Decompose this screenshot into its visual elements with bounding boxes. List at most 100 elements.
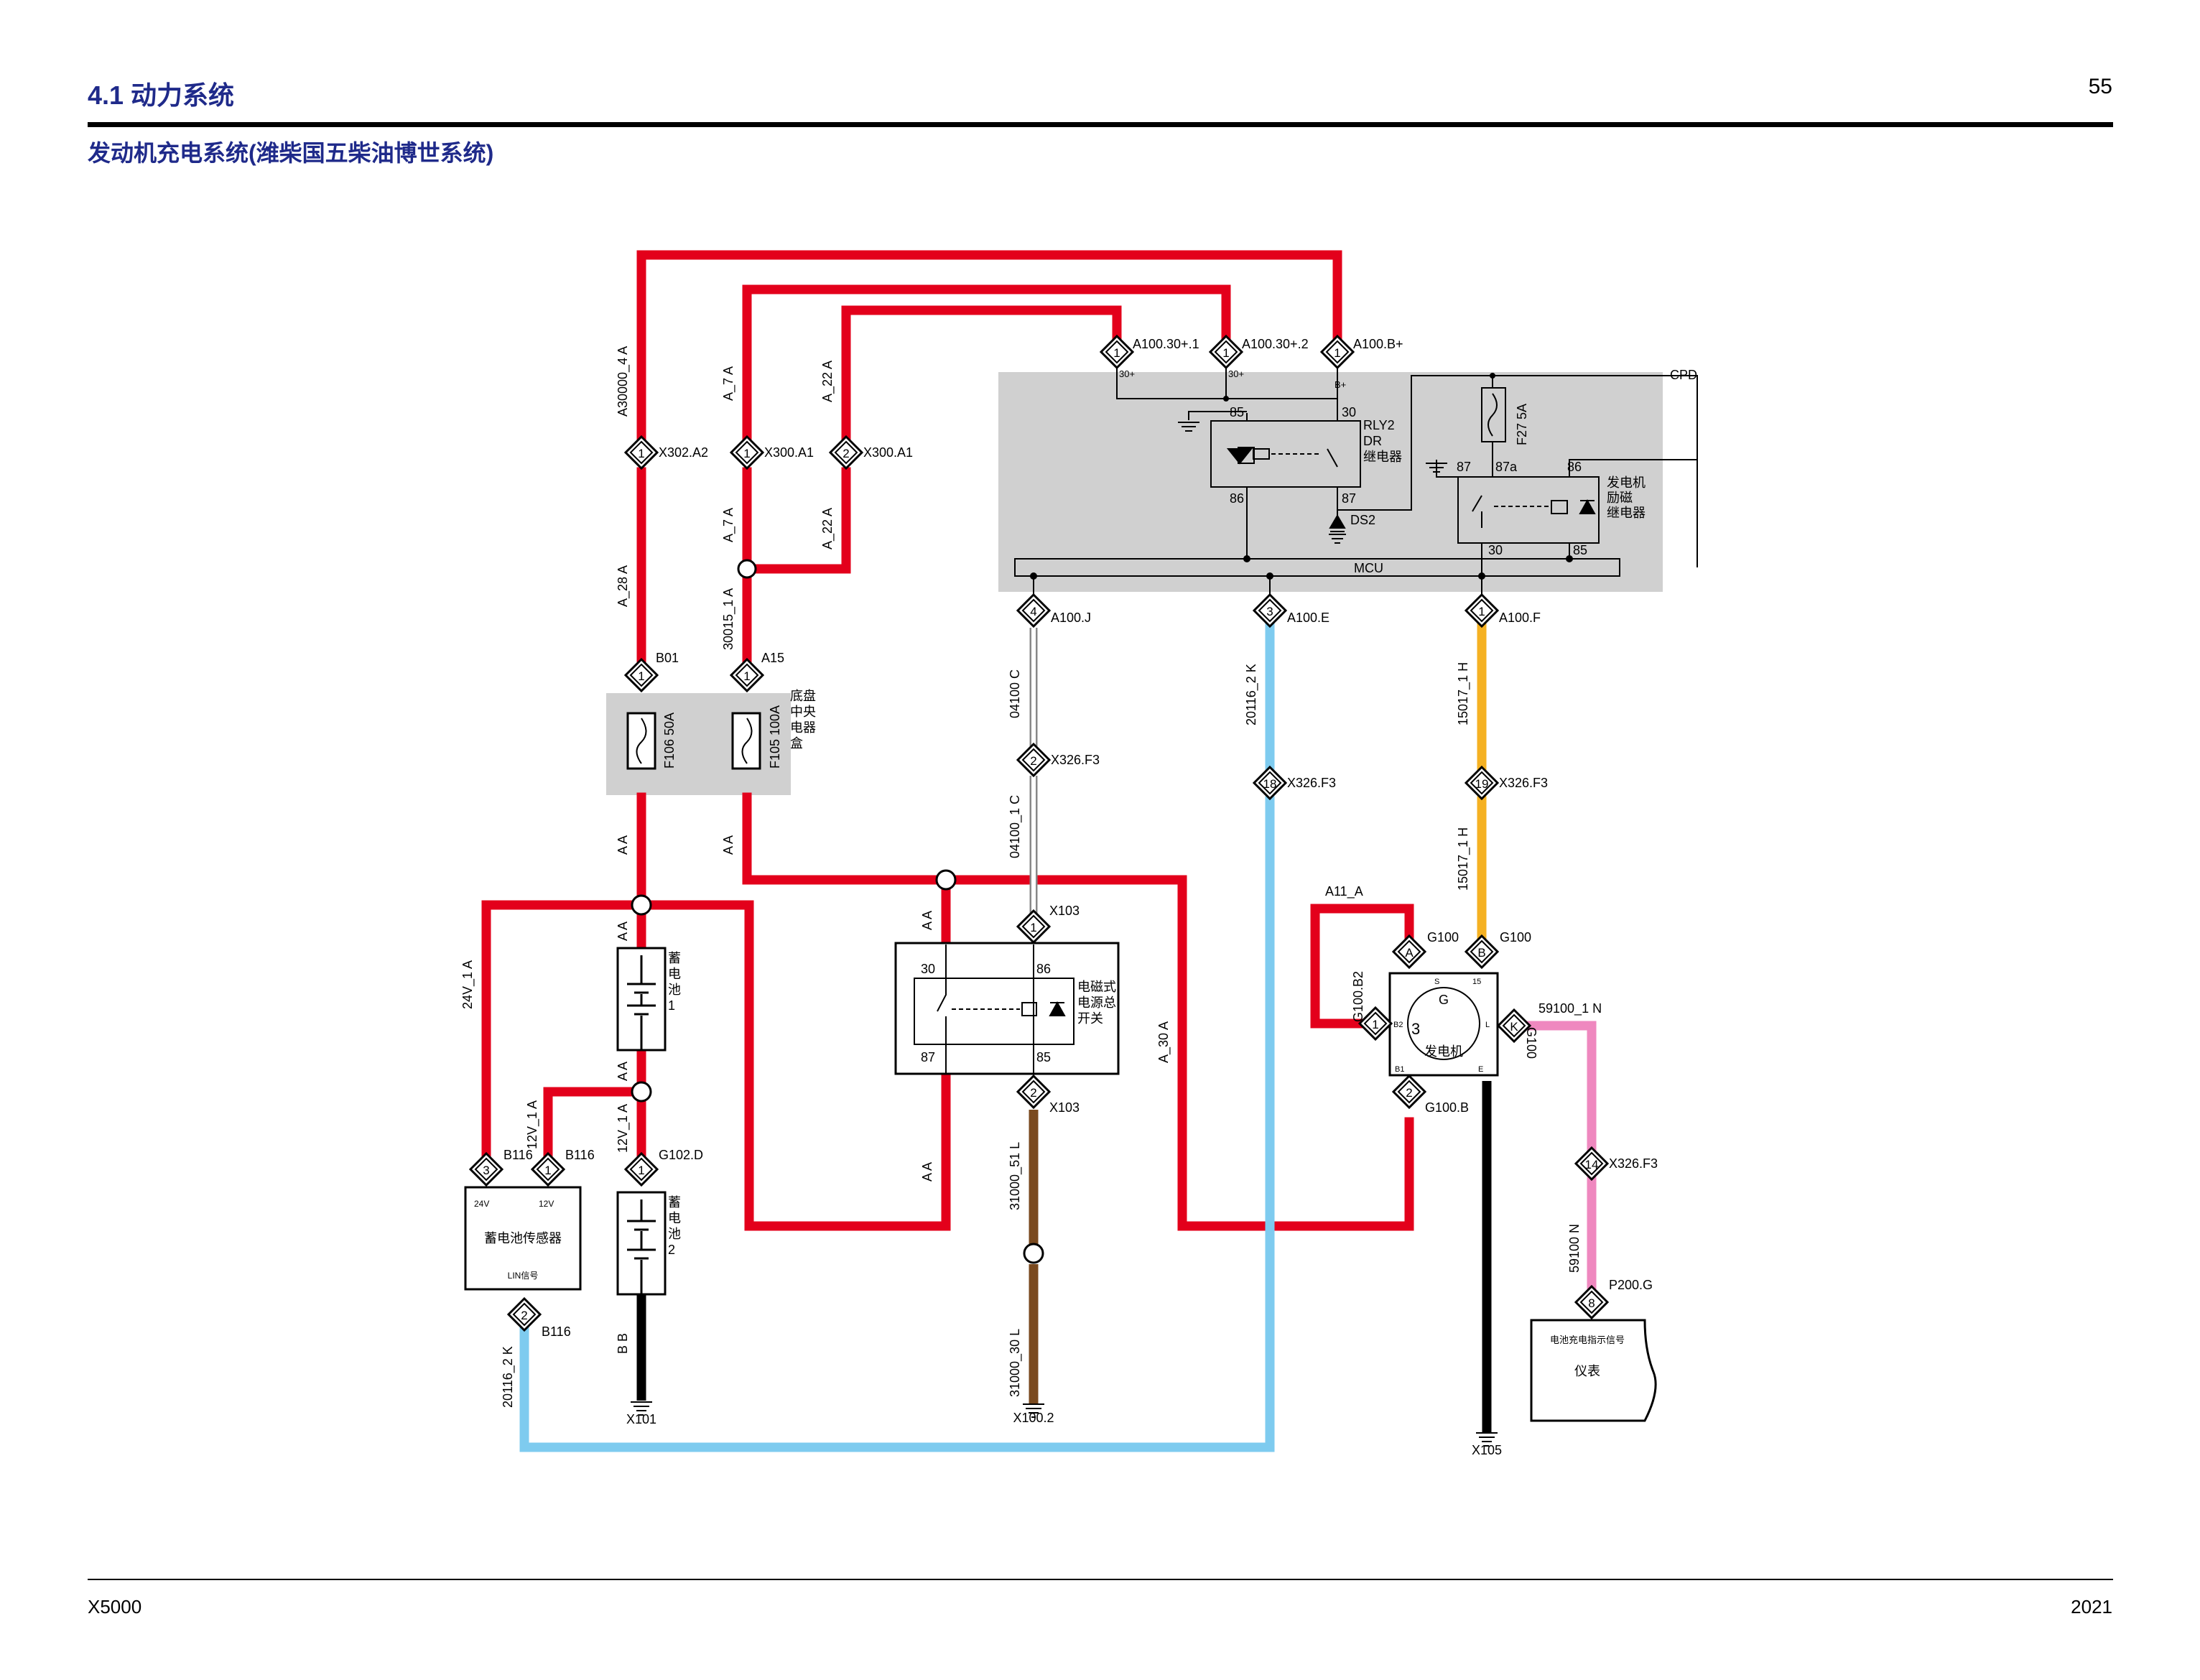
wire-label-59100-1n: 59100_1 N [1538,1001,1602,1016]
connector-label: G100.B [1425,1100,1469,1115]
master-switch-label: 开关 [1077,1011,1103,1026]
ground-x105-label: X105 [1472,1443,1502,1457]
connector-label: X326.F3 [1287,776,1336,790]
wire-label-a28a: A_28 A [616,565,631,607]
pin-label: 85 [1230,405,1244,419]
wire-label-v12b: 12V_1 A [616,1104,631,1153]
connector-pin: 1 [544,1164,551,1177]
wire-label-a11a: A11_A [1325,884,1363,899]
connector-label: X326.F3 [1051,753,1100,767]
junctions [631,559,1044,1264]
pink-wires [1520,1021,1597,1294]
rly2-label: RLY2 [1363,418,1395,432]
battery-sensor [464,1186,582,1291]
pin-label: 30+ [1228,368,1244,379]
connector-label: X300.A1 [764,445,814,460]
connector-pin: 1 [1478,605,1485,618]
wire-label-w31000-51: 31000_51 L [1008,1142,1023,1210]
fuse-box-fuses [626,712,761,770]
connector-label: G100.B2 [1351,971,1365,1022]
wire-label-aa-1: A A [616,835,630,855]
wire-label-w30015: 30015_1 A [721,588,736,650]
ground-x100-2-label: X100.2 [1013,1411,1054,1425]
connector-label: G100 [1427,930,1459,945]
wire-label-aa-4: A A [616,1062,630,1081]
pin-label: 15 [1472,978,1481,986]
connector-pin: 1 [743,669,750,683]
wire-label-aa-6: A A [920,1162,934,1182]
connector-b116-3: 3 B116 [468,1148,533,1187]
wire-label-a7a-top: A_7 A [721,366,736,401]
instrument-label: 仪表 [1574,1364,1600,1378]
f106-label: F106 50A [662,713,677,769]
connector-label: G100 [1524,1027,1538,1059]
connector-pin: 1 [1113,346,1120,360]
wire-label-w04100c: 04100 C [1008,669,1022,718]
connector-pin: 2 [1406,1086,1412,1100]
wire-label-aa-5: A A [920,911,934,930]
wire-label-w15017h: 15017_1 H [1456,662,1471,725]
fuse-box-label: 中央 [790,705,816,719]
connector-pin: 2 [521,1309,527,1322]
connector-label: B116 [565,1148,595,1162]
rly2-label: DR [1363,434,1382,448]
wire-label-w04100-1c: 04100_1 C [1008,795,1023,858]
pin-label: 86 [1036,962,1051,976]
connector-pin: 4 [1030,605,1036,618]
battery2-label: 电 [668,1211,681,1225]
connector-pin: 1 [638,1164,644,1177]
generator-3-label: 3 [1411,1020,1420,1038]
f27-label: F27 5A [1515,404,1529,445]
connector-label: A100.30+.1 [1133,337,1199,351]
battery1-label: 池 [668,983,681,997]
junction-1 [737,559,757,579]
connector-label: B116 [503,1148,533,1162]
pin-label: 30 [1342,405,1356,419]
connector-pin: 3 [483,1164,489,1177]
pin-label: 86 [1567,460,1582,474]
wire-label-a22a-bot: A_22 A [820,508,835,549]
header-rule [88,122,2113,127]
pin-label: 30+ [1119,368,1135,379]
connector-pin: 1 [1222,346,1229,360]
connector-label: A100.E [1287,611,1329,625]
connector-pin: 1 [1372,1018,1378,1031]
ds2-label: DS2 [1350,513,1375,527]
wire-label-a30a: A_30 A [1156,1021,1171,1063]
connector-pin: 18 [1263,777,1277,791]
page-number: 55 [2088,75,2112,98]
generator-g-label: G [1439,993,1449,1007]
pin-label: 87 [1457,460,1471,474]
sensor-lin-label: LIN信号 [508,1271,539,1281]
battery1-label: 电 [668,967,681,981]
master-switch [894,942,1120,1075]
junction-3 [935,869,957,891]
cpd-internals [1014,356,1698,603]
pin-label: 86 [1230,491,1244,506]
mcu-label: MCU [1354,561,1383,575]
connector-label: X326.F3 [1499,776,1548,790]
connector-pin: 1 [743,447,750,460]
sensor-24v-label: 24V [474,1199,489,1209]
pin-label: 87 [1342,491,1356,506]
connector-label: A15 [761,651,784,665]
connector-pin: 2 [843,447,849,460]
connector-g100-k: K G100 [1496,1008,1538,1059]
connector-pin: K [1510,1020,1518,1034]
connector-pin: B [1477,946,1485,960]
connector-pin: A [1405,946,1414,960]
f27-fuse-symbol [1487,393,1498,437]
connector-label: P200.G [1609,1278,1653,1292]
junction-4 [631,1081,652,1103]
connector-b116-1: 1 B116 [530,1148,595,1187]
master-switch-label: 电源总 [1077,996,1116,1010]
wire-label-w59100n: 59100 N [1567,1224,1582,1273]
diagram-title: 发动机充电系统(潍柴国五柴油博世系统) [88,140,494,166]
